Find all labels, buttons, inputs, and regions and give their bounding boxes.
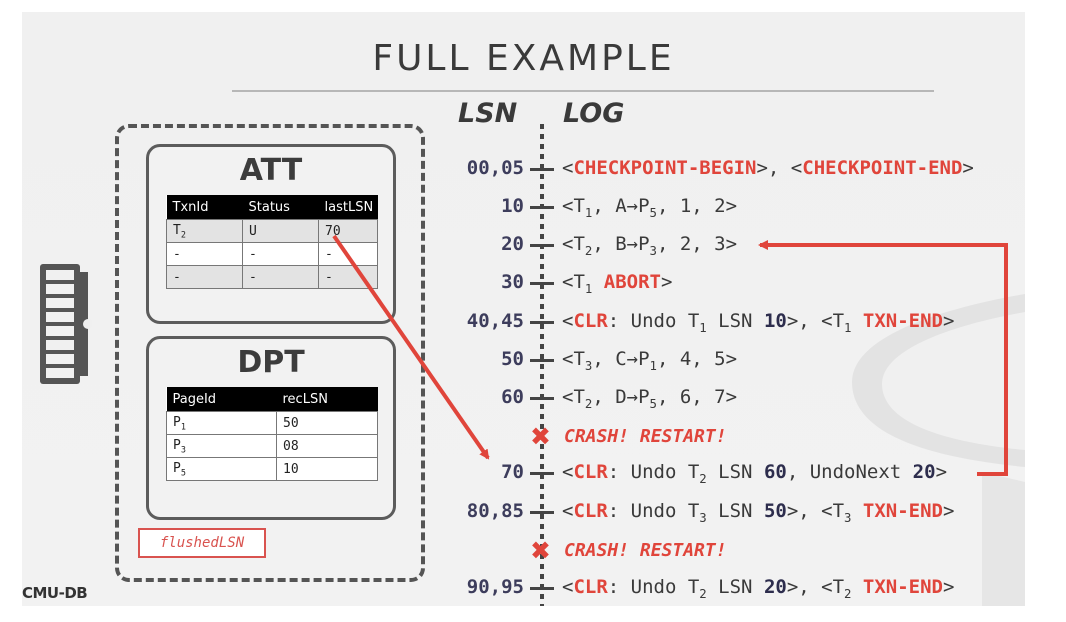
log-record: <T2, B→P3, 2, 3> [562, 233, 738, 258]
log-record: <CLR: Undo T2 LSN 60, UndoNext 20> [562, 461, 948, 486]
dpt-cell-rec: 10 [276, 457, 378, 481]
att-col-lastlsn: lastLSN [318, 195, 378, 220]
ram-chip-icon [40, 264, 92, 384]
att-cell-status: U [242, 219, 319, 243]
log-tick [530, 206, 554, 209]
log-record: <T3, C→P1, 4, 5> [562, 348, 738, 373]
cmu-db-logo: CMU-DB [22, 584, 88, 602]
lsn-label: 80,85 [466, 500, 524, 522]
log-record: <CLR: Undo T2 LSN 20>, <T2 TXN-END> [562, 576, 955, 601]
crash-restart-label: CRASH! RESTART! [564, 540, 727, 561]
log-header: LOG [563, 98, 625, 129]
log-tick [530, 359, 554, 362]
log-tick [530, 397, 554, 400]
att-col-status: Status [242, 195, 319, 220]
lsn-label: 10 [501, 195, 524, 217]
flushed-lsn-box: flushedLSN [138, 528, 266, 558]
log-tick [530, 282, 554, 285]
x-mark-icon: ✖ [530, 536, 551, 565]
log-tick [530, 472, 554, 475]
att-header-row: TxnId Status lastLSN [166, 195, 378, 220]
att-col-txnid: TxnId [166, 195, 243, 220]
log-record: <T2, D→P5, 6, 7> [562, 386, 738, 411]
log-record: <T1 ABORT> [562, 271, 673, 296]
att-cell-txn: - [166, 242, 243, 266]
att-title: ATT [239, 153, 303, 188]
crash-restart-label: CRASH! RESTART! [564, 426, 727, 447]
lsn-label: 40,45 [466, 310, 524, 332]
log-record: <CLR: Undo T3 LSN 50>, <T3 TXN-END> [562, 500, 955, 525]
dpt-title: DPT [237, 345, 305, 380]
lsn-header: LSN [458, 98, 518, 129]
log-tick [530, 168, 554, 171]
log-record: <T1, A→P5, 1, 2> [562, 195, 738, 220]
dpt-col-pageid: PageId [166, 387, 277, 412]
log-tick [530, 244, 554, 247]
att-cell-txn: - [166, 265, 243, 289]
att-cell-status: - [242, 265, 319, 289]
log-timeline [540, 124, 544, 606]
x-mark-icon: ✖ [530, 422, 551, 451]
att-cell-txn: T2 [166, 219, 243, 243]
log-tick [530, 587, 554, 590]
log-record: <CHECKPOINT-BEGIN>, <CHECKPOINT-END> [562, 157, 974, 179]
lsn-label: 00,05 [466, 157, 524, 179]
lsn-label: 20 [501, 233, 524, 255]
lsn-label: 30 [501, 271, 524, 293]
lsn-label: 90,95 [466, 576, 524, 598]
slide: FULL EXAMPLE LSN LOG ATT TxnId Status la… [22, 12, 1025, 606]
lsn-label: 70 [501, 461, 524, 483]
lsn-label: 60 [501, 386, 524, 408]
log-tick [530, 511, 554, 514]
title-divider [232, 90, 934, 92]
slide-title: FULL EXAMPLE [372, 38, 675, 79]
dpt-row: P5 10 [166, 457, 378, 481]
log-record: <CLR: Undo T1 LSN 10>, <T1 TXN-END> [562, 310, 955, 335]
dpt-cell-page: P1 [166, 411, 277, 435]
log-tick [530, 321, 554, 324]
lsn-label: 50 [501, 348, 524, 370]
